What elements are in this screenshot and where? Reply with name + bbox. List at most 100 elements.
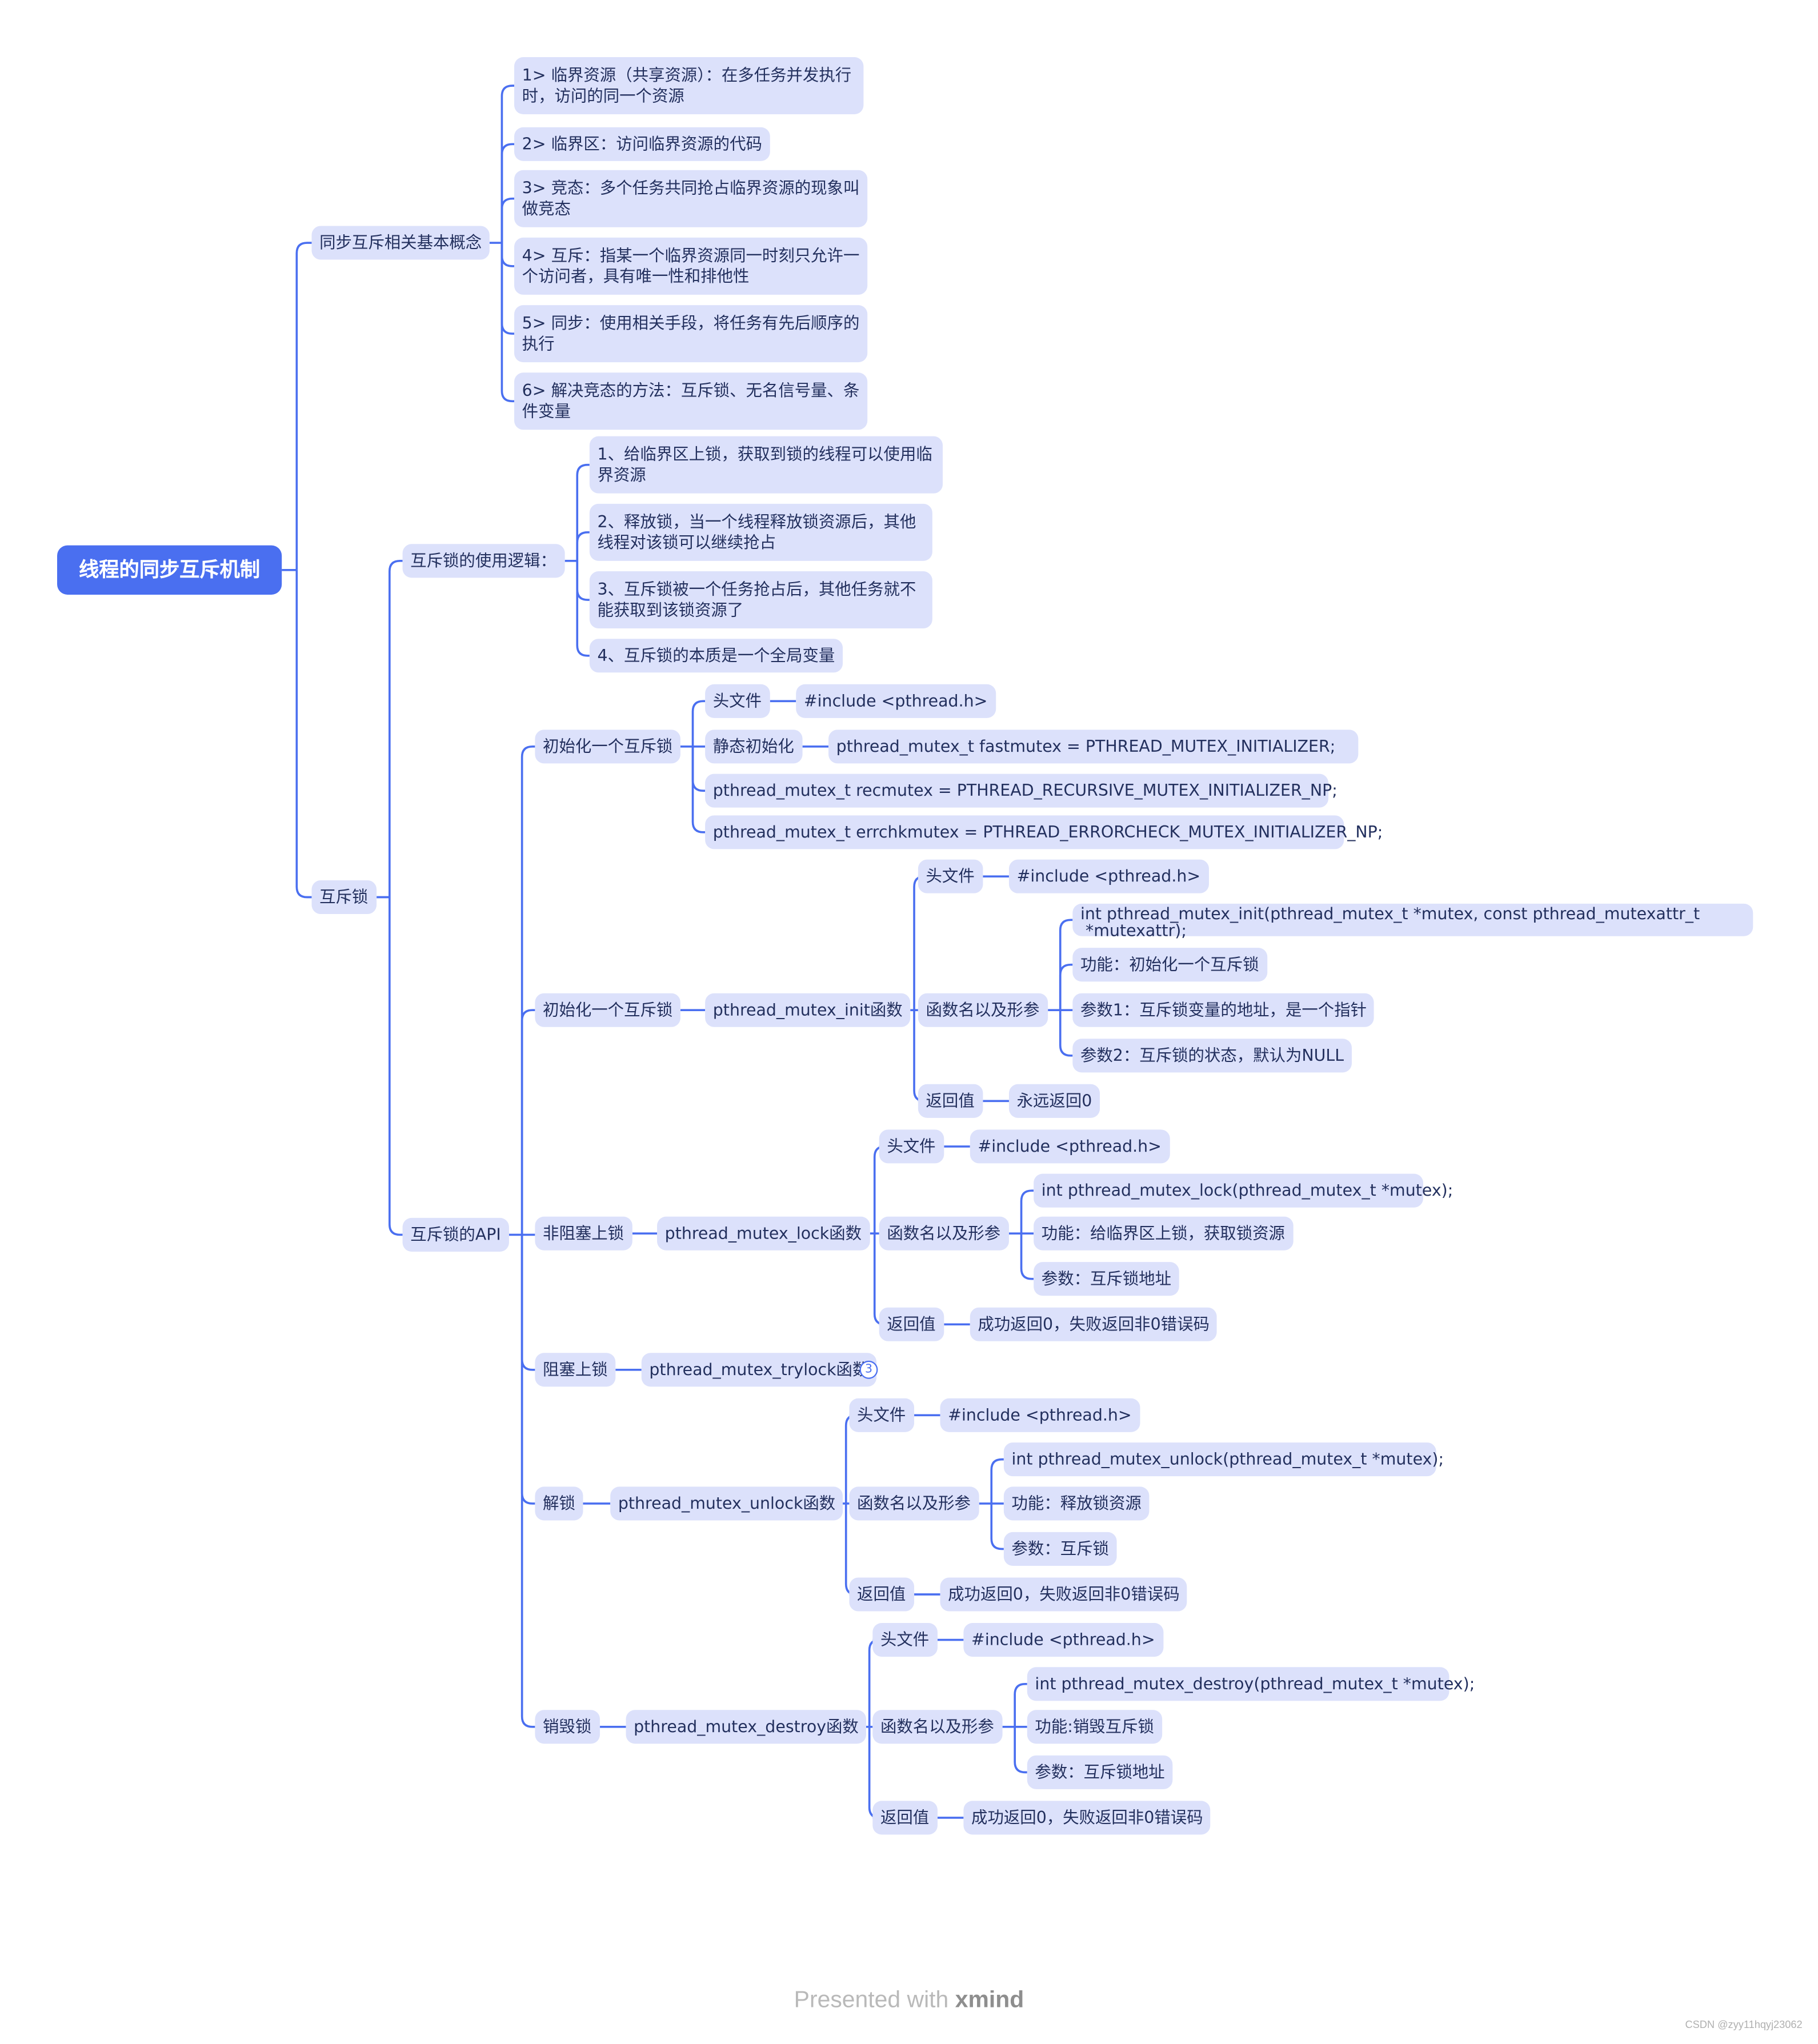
connector-topic-mutex-usage-logic-2 [576,560,590,601]
collapsed-count-badge[interactable]: 3 [859,1360,878,1379]
topic-mutex[interactable]: 互斥锁 [311,880,377,915]
unlock-return-label[interactable]: 返回值 [849,1577,914,1612]
init-header-label[interactable]: 头文件 [918,859,983,893]
csdn-watermark: CSDN @zyy11hqyj23062 [1685,2019,1803,2031]
init-param-2[interactable]: 参数2：互斥锁的状态，默认为NULL [1072,1039,1352,1073]
unlock-signature-label[interactable]: 函数名以及形参 [849,1486,979,1521]
concept-item-2[interactable]: 2> 临界区：访问临界资源的代码 [514,127,770,161]
connector-destroy-signature-label-2 [1014,1726,1027,1774]
init-return-value[interactable]: 永远返回0 [1008,1084,1100,1118]
trylock-func[interactable]: pthread_mutex_trylock函数 [641,1353,877,1387]
connector-topic-mutex-usage-logic-3 [576,560,590,657]
lock-return-label[interactable]: 返回值 [879,1307,944,1341]
connector-destroy-signature-label-0 [1014,1683,1027,1727]
init-prototype[interactable]: int pthread_mutex_init(pthread_mutex_t *… [1072,903,1753,940]
connector-api-static-init-3 [691,746,706,833]
init-param-1[interactable]: 参数1：互斥锁变量的地址，是一个指针 [1072,993,1375,1027]
unlock-return-value[interactable]: 成功返回0，失败返回非0错误码 [940,1577,1188,1612]
destroy-signature-label[interactable]: 函数名以及形参 [872,1710,1002,1744]
init-func[interactable]: pthread_mutex_init函数 [705,993,911,1027]
unlock-header-label[interactable]: 头文件 [849,1398,914,1432]
static-recursive-mutex[interactable]: pthread_mutex_t recmutex = PTHREAD_RECUR… [705,773,1338,808]
concept-item-6[interactable]: 6> 解决竞态的方法：互斥锁、无名信号量、条件变量 [514,372,868,430]
presented-with-xmind: Presented with xmind [0,1986,1818,2014]
connector-topic-basic-concepts-0 [500,85,515,243]
connector-topic-mutex-1 [389,897,403,1236]
connector-root-topic-1 [295,570,312,899]
destroy-return-label[interactable]: 返回值 [872,1801,937,1835]
connector-topic-mutex-api-0 [520,746,535,1235]
connector-topic-mutex-api-5 [520,1235,535,1728]
concept-item-1[interactable]: 1> 临界资源（共享资源）：在多任务并发执行时，访问的同一个资源 [514,57,864,115]
unlock-func[interactable]: pthread_mutex_unlock函数 [610,1486,843,1521]
static-header-value[interactable]: #include <pthread.h> [796,684,996,718]
topic-mutex-api[interactable]: 互斥锁的API [402,1217,509,1252]
connector-init-signature-label-0 [1059,919,1073,1011]
logic-item-4[interactable]: 4、互斥锁的本质是一个全局变量 [589,639,843,673]
connector-init-signature-label-3 [1059,1010,1073,1057]
connector-topic-basic-concepts-2 [500,197,515,243]
destroy-param[interactable]: 参数：互斥锁地址 [1027,1755,1173,1789]
connector-api-static-init-2 [691,746,706,792]
api-unlock[interactable]: 解锁 [535,1486,583,1521]
lock-prototype[interactable]: int pthread_mutex_lock(pthread_mutex_t *… [1034,1173,1453,1208]
footer-presented-text: Presented with [794,1986,949,2013]
api-static-init[interactable]: 初始化一个互斥锁 [535,730,680,764]
connector-topic-basic-concepts-3 [500,243,515,267]
lock-header-value[interactable]: #include <pthread.h> [970,1129,1170,1164]
init-signature-label[interactable]: 函数名以及形参 [918,993,1048,1027]
connector-topic-mutex-0 [389,560,403,897]
lock-function-desc[interactable]: 功能：给临界区上锁，获取锁资源 [1034,1216,1293,1251]
api-destroy[interactable]: 销毁锁 [535,1710,599,1744]
unlock-prototype[interactable]: int pthread_mutex_unlock(pthread_mutex_t… [1003,1442,1444,1477]
connector-topic-basic-concepts-4 [500,243,515,335]
concept-item-5[interactable]: 5> 同步：使用相关手段，将任务有先后顺序的执行 [514,305,868,363]
api-lock[interactable]: 非阻塞上锁 [535,1216,632,1251]
static-header-label[interactable]: 头文件 [705,684,770,718]
concept-item-4[interactable]: 4> 互斥：指某一个临界资源同一时刻只允许一个访问者，具有唯一性和排他性 [514,237,868,295]
logic-item-2[interactable]: 2、释放锁，当一个线程释放锁资源后，其他线程对该锁可以继续抢占 [589,503,932,561]
xmind-logo: xmind [955,1986,1024,2013]
destroy-return-value[interactable]: 成功返回0，失败返回非0错误码 [963,1801,1211,1835]
unlock-function-desc[interactable]: 功能：释放锁资源 [1003,1486,1150,1521]
topic-mutex-usage-logic[interactable]: 互斥锁的使用逻辑： [402,544,564,578]
connector-init-signature-label-1 [1059,963,1073,1011]
connector-api-static-init-0 [691,700,706,747]
lock-return-value[interactable]: 成功返回0，失败返回非0错误码 [970,1307,1218,1341]
connector-topic-mutex-usage-logic-0 [576,463,590,561]
connector-topic-mutex-api-3 [520,1235,535,1371]
connector-lock-signature-label-2 [1020,1233,1034,1280]
static-fast-mutex[interactable]: pthread_mutex_t fastmutex = PTHREAD_MUTE… [828,730,1359,764]
lock-header-label[interactable]: 头文件 [879,1129,944,1164]
logic-item-3[interactable]: 3、互斥锁被一个任务抢占后，其他任务就不能获取到该锁资源了 [589,571,932,629]
destroy-prototype[interactable]: int pthread_mutex_destroy(pthread_mutex_… [1027,1667,1475,1701]
destroy-header-value[interactable]: #include <pthread.h> [963,1623,1163,1657]
topic-basic-concepts[interactable]: 同步互斥相关基本概念 [311,226,490,260]
init-function-desc[interactable]: 功能：初始化一个互斥锁 [1072,948,1267,982]
connector-root-topic-0 [295,242,312,570]
lock-param[interactable]: 参数：互斥锁地址 [1034,1262,1179,1296]
root-topic[interactable]: 线程的同步互斥机制 [57,545,282,595]
lock-func[interactable]: pthread_mutex_lock函数 [657,1216,870,1251]
destroy-function-desc[interactable]: 功能:销毁互斥锁 [1027,1710,1162,1744]
api-init[interactable]: 初始化一个互斥锁 [535,993,680,1027]
init-header-value[interactable]: #include <pthread.h> [1008,859,1208,893]
unlock-param[interactable]: 参数：互斥锁 [1003,1532,1117,1566]
init-prototype-line-1: int pthread_mutex_init(pthread_mutex_t *… [1080,903,1700,923]
connector-topic-basic-concepts-1 [500,143,515,243]
destroy-header-label[interactable]: 头文件 [872,1623,937,1657]
init-prototype-line-2: *mutexattr); [1086,920,1187,940]
connector-topic-basic-concepts-5 [500,243,515,403]
init-return-label[interactable]: 返回值 [918,1084,983,1118]
unlock-header-value[interactable]: #include <pthread.h> [940,1398,1140,1432]
api-trylock[interactable]: 阻塞上锁 [535,1353,616,1387]
static-errcheck-mutex[interactable]: pthread_mutex_t errchkmutex = PTHREAD_ER… [705,815,1383,849]
connector-topic-mutex-api-1 [520,1009,535,1235]
destroy-func[interactable]: pthread_mutex_destroy函数 [626,1710,867,1744]
lock-signature-label[interactable]: 函数名以及形参 [879,1216,1008,1251]
logic-item-1[interactable]: 1、给临界区上锁，获取到锁的线程可以使用临界资源 [589,436,943,494]
static-init-label[interactable]: 静态初始化 [705,730,802,764]
concept-item-3[interactable]: 3> 竞态：多个任务共同抢占临界资源的现象叫做竞态 [514,170,868,227]
connector-lock-signature-label-0 [1020,1189,1034,1234]
